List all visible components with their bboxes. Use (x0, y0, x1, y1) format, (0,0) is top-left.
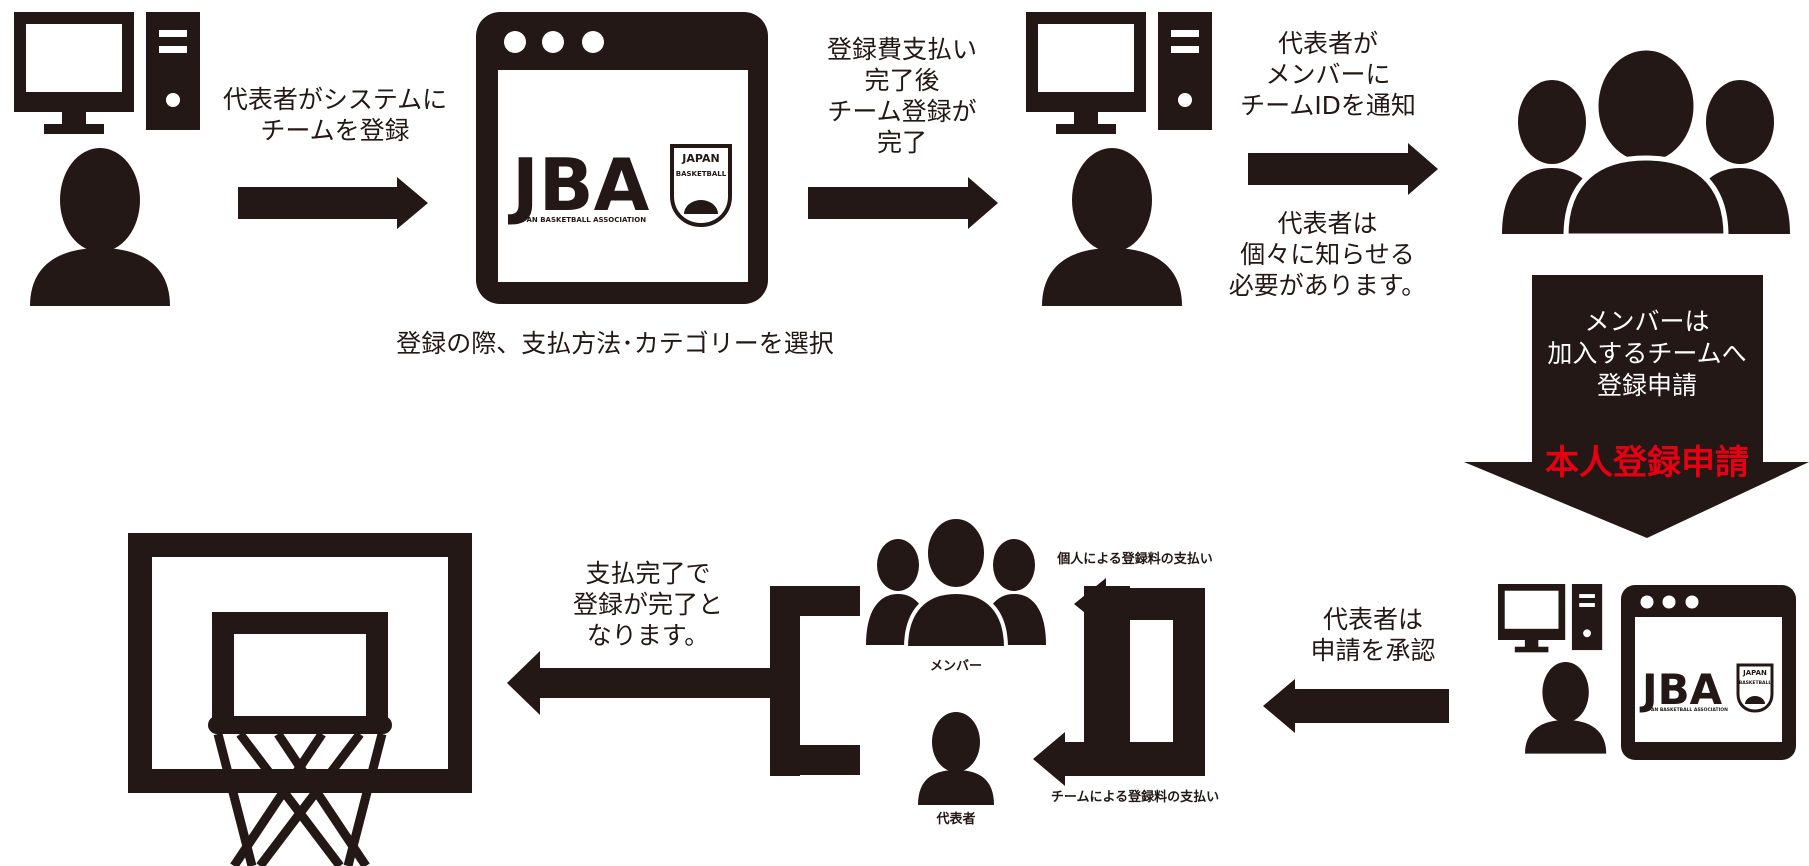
svg-text:JAPAN: JAPAN (681, 152, 719, 165)
pay-team-label: チームによる登録料の支払い (1050, 790, 1220, 805)
approver-computer-icon (1498, 584, 1603, 653)
representative-small-icon (918, 712, 994, 805)
svg-text:BASKETBALL: BASKETBALL (676, 170, 727, 178)
svg-text:JBA: JBA (1639, 665, 1723, 714)
payment-bracket-vertical (1173, 588, 1205, 776)
step1-label: 代表者がシステムにチームを登録 (222, 85, 448, 145)
banner-text: メンバーは加入するチームへ登録申請 (1547, 307, 1747, 400)
members-group-icon (1502, 45, 1790, 239)
pay-individual-label: 個人による登録料の支払い (1057, 552, 1213, 567)
arrow-approve-icon (1263, 679, 1449, 733)
members-small-icon (866, 515, 1046, 650)
representative-computer-icon (14, 12, 200, 134)
representative-person-icon (30, 148, 170, 306)
arrow-complete-icon (507, 651, 770, 715)
jba-logo: JBA JAPAN BASKETBALL ASSOCIATION JAPAN B… (507, 143, 732, 228)
arrow-register-icon (238, 177, 428, 229)
svg-text:BASKETBALL: BASKETBALL (1739, 680, 1772, 686)
arrow-notify-icon (1248, 143, 1438, 195)
svg-text:JBA: JBA (507, 143, 650, 227)
member-application-banner-arrow (1464, 275, 1809, 538)
representative-label: 代表者 (936, 812, 976, 827)
svg-text:JAPAN BASKETBALL ASSOCIATION: JAPAN BASKETBALL ASSOCIATION (1642, 707, 1728, 713)
svg-text:JAPAN BASKETBALL ASSOCIATION: JAPAN BASKETBALL ASSOCIATION (513, 216, 646, 224)
representative-person-icon-2 (1042, 148, 1182, 306)
basketball-hoop-icon (128, 533, 472, 866)
step3-notify-label: 代表者がメンバーにチームIDを通知 (1240, 29, 1416, 120)
team-pay-arrow-icon (1033, 732, 1205, 786)
banner-highlight: 本人登録申請 (1545, 443, 1749, 483)
individual-pay-arrow-icon (1074, 578, 1205, 630)
arrow-payment-complete-icon (808, 177, 998, 229)
step3-note-label: 代表者は個々に知らせる必要があります。 (1228, 209, 1427, 300)
representative-computer-icon-2 (1026, 12, 1212, 134)
complete-label: 支払完了で登録が完了となります。 (572, 559, 723, 650)
jba-selection-note: 登録の際、支払方法･カテゴリーを選択 (396, 329, 834, 358)
approver-person-icon (1525, 662, 1607, 754)
step2-label: 登録費支払い完了後チーム登録が完了 (826, 35, 977, 157)
members-label: メンバー (929, 659, 982, 674)
svg-text:JAPAN: JAPAN (1742, 669, 1767, 677)
completion-bracket (770, 586, 860, 776)
approve-label: 代表者は申請を承認 (1310, 605, 1436, 665)
jba-system-window-icon-2: JBA JAPAN BASKETBALL ASSOCIATION JAPAN B… (1621, 585, 1796, 760)
